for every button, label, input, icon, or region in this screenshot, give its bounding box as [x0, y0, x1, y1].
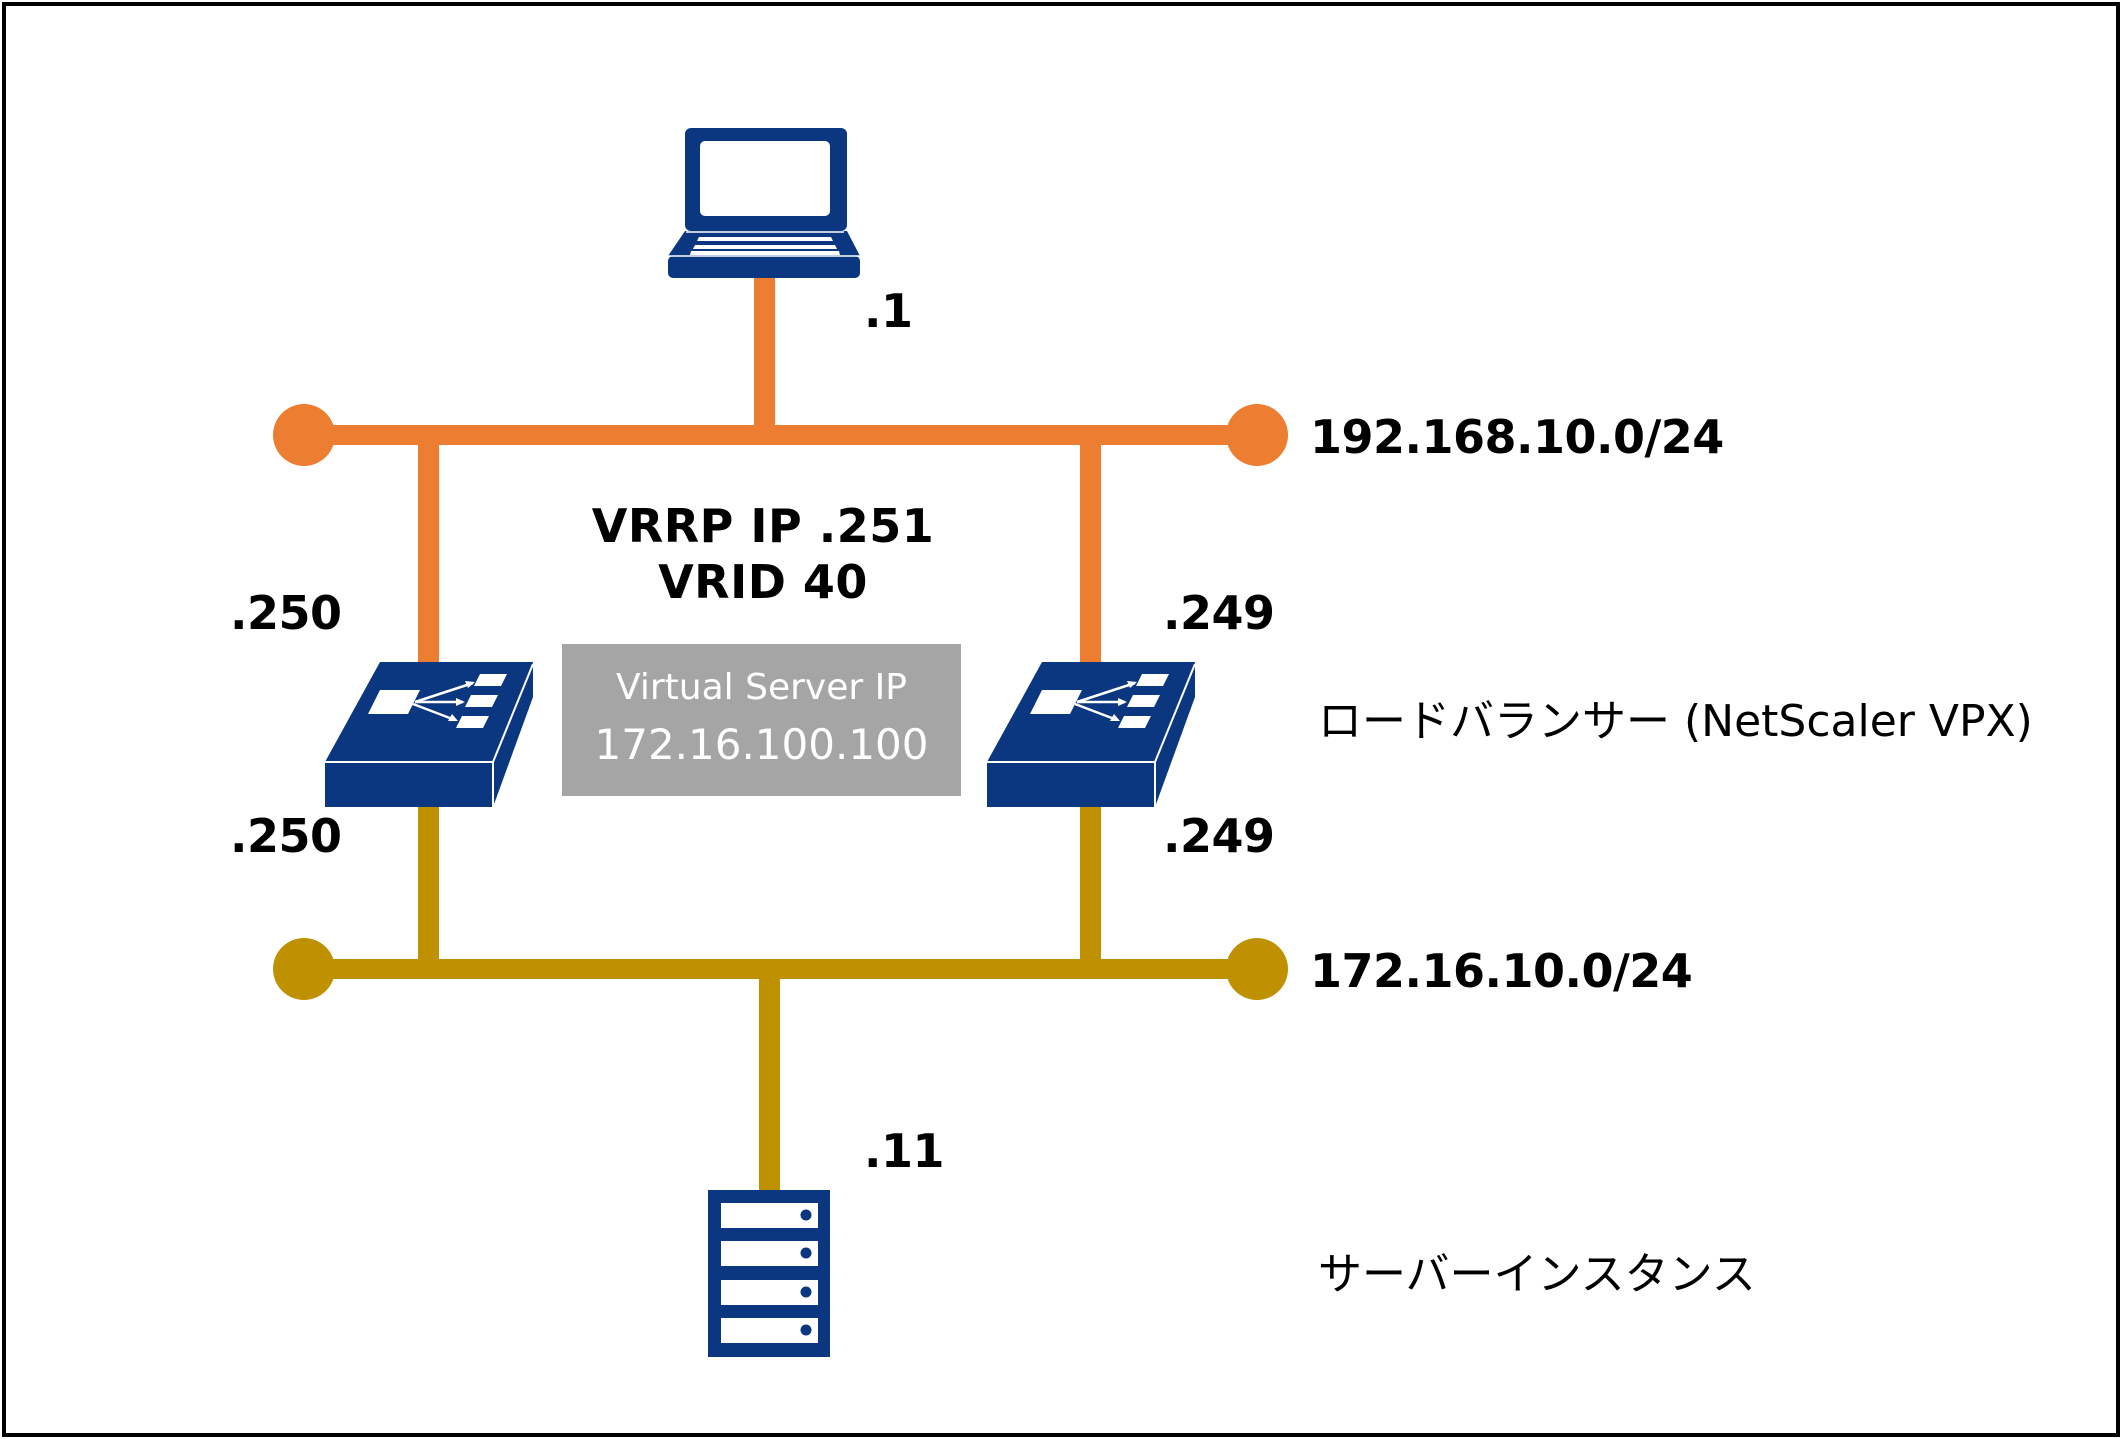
virtual-server-box: Virtual Server IP 172.16.100.100 [562, 644, 961, 796]
lb-right-upper-ip: .249 [1163, 586, 1275, 640]
vrrp-ip-label: VRRP IP .251 [591, 499, 935, 553]
server-icon [708, 1190, 830, 1357]
load-balancer-legend: ロードバランサー (NetScaler VPX) [1318, 696, 2033, 747]
lb-left-upper-link [418, 435, 439, 665]
client-link [754, 278, 775, 428]
lb-left-lower-ip: .250 [230, 809, 342, 863]
lower-bus-end-right [1226, 938, 1288, 1000]
upper-bus-line [304, 425, 1257, 445]
load-balancer-icon-right [987, 662, 1196, 807]
lb-left-upper-ip: .250 [230, 586, 342, 640]
load-balancer-icon-left [325, 662, 534, 807]
laptop-icon [668, 128, 860, 278]
server-ip-label: .11 [864, 1124, 945, 1178]
lower-network-cidr: 172.16.10.0/24 [1310, 944, 1693, 998]
virtual-server-label: Virtual Server IP [616, 667, 907, 708]
upper-network [273, 278, 1288, 665]
lower-network [273, 788, 1288, 1192]
lb-left-lower-link [418, 788, 439, 968]
lb-right-lower-link [1080, 788, 1101, 968]
server-link [759, 970, 780, 1192]
lower-bus-end-left [273, 938, 335, 1000]
upper-bus-end-right [1226, 404, 1288, 466]
lb-right-upper-link [1080, 435, 1101, 665]
lb-right-lower-ip: .249 [1163, 809, 1275, 863]
upper-bus-end-left [273, 404, 335, 466]
vrid-label: VRID 40 [658, 555, 868, 609]
client-ip-label: .1 [864, 284, 913, 338]
upper-network-cidr: 192.168.10.0/24 [1310, 410, 1724, 464]
server-instance-legend: サーバーインスタンス [1318, 1249, 1756, 1300]
lower-bus-line [304, 959, 1257, 979]
virtual-server-ip: 172.16.100.100 [594, 720, 929, 769]
